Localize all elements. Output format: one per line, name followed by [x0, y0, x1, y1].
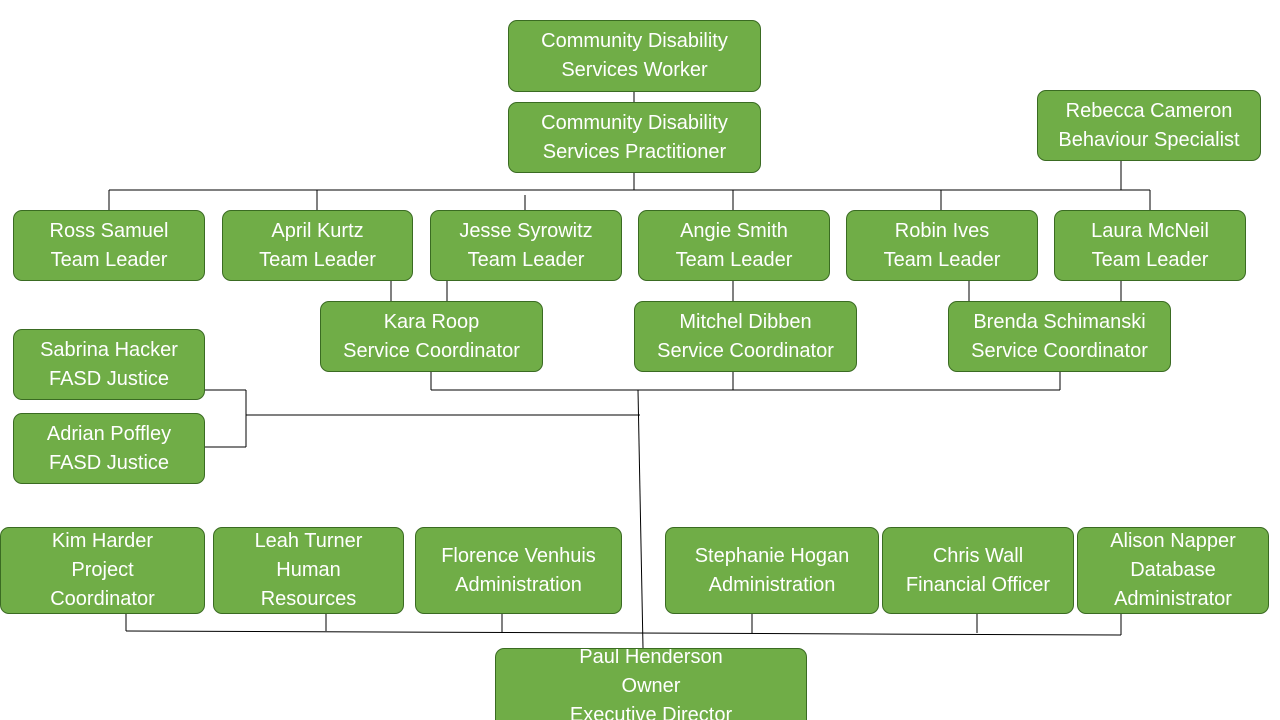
node-cds-practitioner: Community Disability Services Practition…: [508, 102, 761, 173]
node-line: Kara Roop: [383, 310, 480, 333]
node-alison-napper: Alison Napper Database Administrator: [1077, 527, 1269, 614]
node-kara-roop: Kara Roop Service Coordinator: [320, 301, 543, 372]
node-line: Community Disability: [541, 111, 728, 134]
node-line: Human: [276, 559, 341, 581]
node-line: Project: [71, 559, 134, 581]
node-line: Behaviour Specialist: [1058, 128, 1240, 151]
node-line: Service Coordinator: [971, 339, 1148, 362]
node-line: FASD Justice: [48, 367, 170, 390]
node-line: Sabrina Hacker: [40, 338, 178, 361]
node-line: Angie Smith: [680, 219, 788, 242]
node-line: Resources: [260, 588, 357, 610]
node-line: Team Leader: [883, 248, 1001, 271]
node-line: Laura McNeil: [1091, 219, 1209, 242]
node-line: Team Leader: [259, 248, 376, 271]
node-angie-smith: Angie Smith Team Leader: [638, 210, 830, 281]
node-april-kurtz: April Kurtz Team Leader: [222, 210, 413, 281]
node-cds-worker: Community Disability Services Worker: [508, 20, 761, 92]
node-line: Administration: [708, 573, 836, 596]
node-mitchel-dibben: Mitchel Dibben Service Coordinator: [634, 301, 857, 372]
node-chris-wall: Chris Wall Financial Officer: [882, 527, 1074, 614]
node-line: Stephanie Hogan: [694, 544, 850, 567]
node-line: Ross Samuel: [49, 219, 169, 242]
node-sabrina-hacker: Sabrina Hacker FASD Justice: [13, 329, 205, 400]
node-adrian-poffley: Adrian Poffley FASD Justice: [13, 413, 205, 484]
node-line: Team Leader: [675, 248, 793, 271]
node-line: Database: [1130, 559, 1216, 581]
node-line: Rebecca Cameron: [1065, 99, 1233, 122]
node-line: Mitchel Dibben: [679, 310, 812, 333]
node-line: Financial Officer: [905, 573, 1051, 596]
node-line: Team Leader: [1091, 248, 1209, 271]
node-florence-venhuis: Florence Venhuis Administration: [415, 527, 622, 614]
node-line: Chris Wall: [932, 544, 1024, 567]
node-line: Executive Director: [569, 704, 733, 720]
node-leah-turner: Leah Turner Human Resources: [213, 527, 404, 614]
node-stephanie-hogan: Stephanie Hogan Administration: [665, 527, 879, 614]
node-line: Service Coordinator: [343, 339, 520, 362]
node-line: Services Practitioner: [542, 140, 727, 163]
node-line: Florence Venhuis: [441, 544, 596, 567]
node-line: Paul Henderson: [579, 648, 723, 668]
node-line: Coordinator: [50, 588, 155, 610]
node-line: Adrian Poffley: [46, 422, 172, 445]
node-line: Administrator: [1114, 588, 1232, 610]
node-brenda-schimanski: Brenda Schimanski Service Coordinator: [948, 301, 1171, 372]
node-line: April Kurtz: [271, 219, 364, 242]
node-jesse-syrowitz: Jesse Syrowitz Team Leader: [430, 210, 622, 281]
node-line: FASD Justice: [48, 451, 170, 474]
node-ross-samuel: Ross Samuel Team Leader: [13, 210, 205, 281]
node-robin-ives: Robin Ives Team Leader: [846, 210, 1038, 281]
node-line: Owner: [621, 675, 681, 697]
node-paul-henderson: Paul Henderson Owner Executive Director: [495, 648, 807, 720]
node-line: Team Leader: [467, 248, 585, 271]
node-line: Leah Turner: [254, 530, 363, 552]
node-rebecca-cameron: Rebecca Cameron Behaviour Specialist: [1037, 90, 1261, 161]
node-line: Community Disability: [541, 30, 728, 52]
node-line: Brenda Schimanski: [973, 310, 1146, 333]
node-line: Kim Harder: [51, 530, 154, 552]
node-line: Robin Ives: [894, 219, 990, 242]
node-line: Administration: [455, 573, 582, 596]
node-line: Jesse Syrowitz: [459, 219, 593, 242]
node-line: Team Leader: [50, 248, 168, 271]
node-line: Service Coordinator: [657, 339, 834, 362]
node-line: Alison Napper: [1110, 530, 1236, 552]
node-line: Services Worker: [561, 59, 708, 81]
node-kim-harder: Kim Harder Project Coordinator: [0, 527, 205, 614]
node-laura-mcneil: Laura McNeil Team Leader: [1054, 210, 1246, 281]
